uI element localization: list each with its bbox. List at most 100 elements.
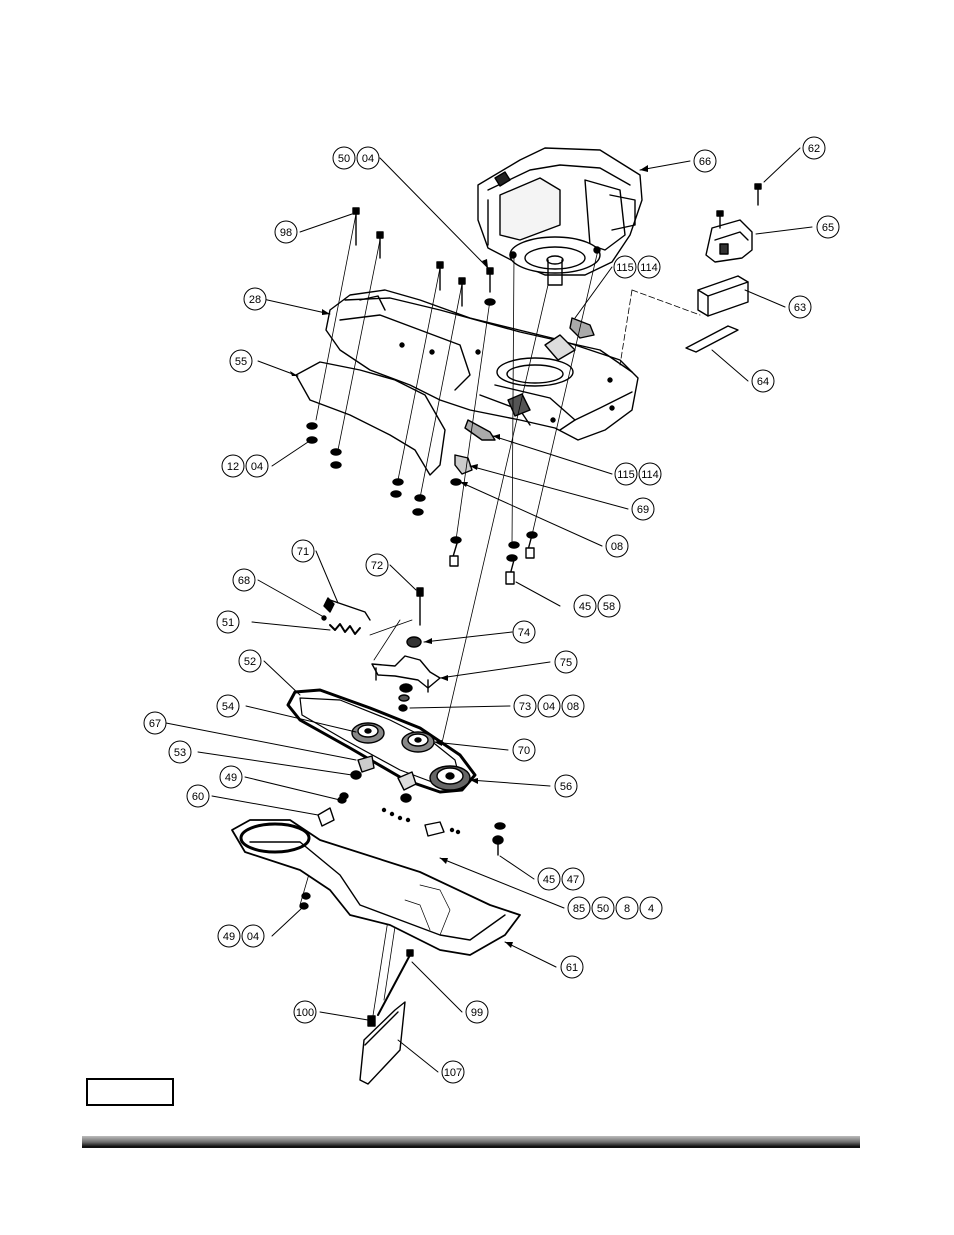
callout-circle [613,255,637,279]
rod-99 [377,949,414,1016]
idler-arm-71 [323,597,371,621]
pulley-54 [351,722,385,744]
callout-115-114-top: 115 114 [613,255,661,279]
callout-circle [143,711,167,735]
callout-51: 51 [216,610,240,634]
callout-circle [788,295,812,319]
callout-circle [816,215,840,239]
callout-number: 73 [519,701,531,713]
callout-68: 68 [232,568,256,592]
callout-number: 50 [597,903,609,915]
callout-circle [441,1060,465,1084]
callout-circle [293,1000,317,1024]
callout-circle [573,594,597,618]
callout-69: 69 [631,497,655,521]
callout-55: 55 [229,349,253,373]
callout-53: 53 [168,740,192,764]
callout-circle [356,146,380,170]
callout-circle [365,553,389,577]
callout-number: 04 [251,461,263,473]
callout-circle [693,149,717,173]
callout-number: 66 [699,156,711,168]
callout-number: 45 [579,601,591,613]
callout-67: 67 [143,711,167,735]
callout-number: 8 [624,903,630,915]
callout-circle [637,255,661,279]
callout-number: 68 [238,575,250,587]
screw-100 [367,1015,376,1027]
callout-number: 28 [249,294,261,306]
small-parts-lower [317,755,506,856]
callout-number: 70 [518,745,530,757]
callout-number: 107 [444,1067,462,1079]
callout-number: 51 [222,617,234,629]
callout-number: 63 [794,302,806,314]
callout-circle [243,287,267,311]
callout-number: 114 [640,262,658,274]
callout-number: 69 [637,504,649,516]
callout-71: 71 [291,539,315,563]
callout-circle [465,1000,489,1024]
callout-circle [560,955,584,979]
callout-number: 4 [648,903,654,915]
callout-circle [238,649,262,673]
callout-circle [216,610,240,634]
callout-number: 12 [227,461,239,473]
callout-circle [615,896,639,920]
callout-12-04: 12 04 [221,454,269,478]
bolt-72 [406,587,424,648]
scraper-107 [359,1001,406,1085]
bracket-part-65 [705,219,753,263]
callout-99: 99 [465,1000,489,1024]
callout-72: 72 [365,553,389,577]
callout-number: 50 [338,153,350,165]
callout-number: 115 [616,262,634,274]
callout-54: 54 [216,694,240,718]
callout-number: 98 [280,227,292,239]
callout-circle [168,740,192,764]
blank-label-box [86,1078,174,1106]
callout-number: 85 [573,903,585,915]
callout-73-04-08: 73 04 08 [513,694,585,718]
callout-number: 65 [822,222,834,234]
callout-100: 100 [293,1000,317,1024]
callout-number: 100 [296,1007,314,1019]
callout-60: 60 [186,784,210,808]
callout-52: 52 [238,649,262,673]
callout-circle [229,349,253,373]
callout-circle [512,620,536,644]
callout-circle [605,534,629,558]
callout-number: 71 [297,546,309,558]
callout-number: 49 [223,931,235,943]
footer-rule [82,1136,860,1146]
callout-74: 74 [512,620,536,644]
callout-circle [554,650,578,674]
callout-number: 08 [567,701,579,713]
callout-61: 61 [560,955,584,979]
callout-75: 75 [554,650,578,674]
callout-circle [291,539,315,563]
callout-number: 62 [808,143,820,155]
callout-64: 64 [751,369,775,393]
callout-63: 63 [788,295,812,319]
callout-number: 04 [543,701,555,713]
callout-number: 72 [371,560,383,572]
callout-107: 107 [441,1060,465,1084]
callout-circle [591,896,615,920]
callout-number: 64 [757,376,769,388]
callout-circle [561,694,585,718]
callout-circle [802,136,826,160]
screw-part-62 [716,183,762,229]
ball-68 [321,615,327,621]
callout-28: 28 [243,287,267,311]
callout-circle [332,146,356,170]
callout-circle [216,694,240,718]
callout-circle [245,454,269,478]
leader-lines [165,147,813,1073]
callout-56: 56 [554,774,578,798]
callout-number: 67 [149,718,161,730]
